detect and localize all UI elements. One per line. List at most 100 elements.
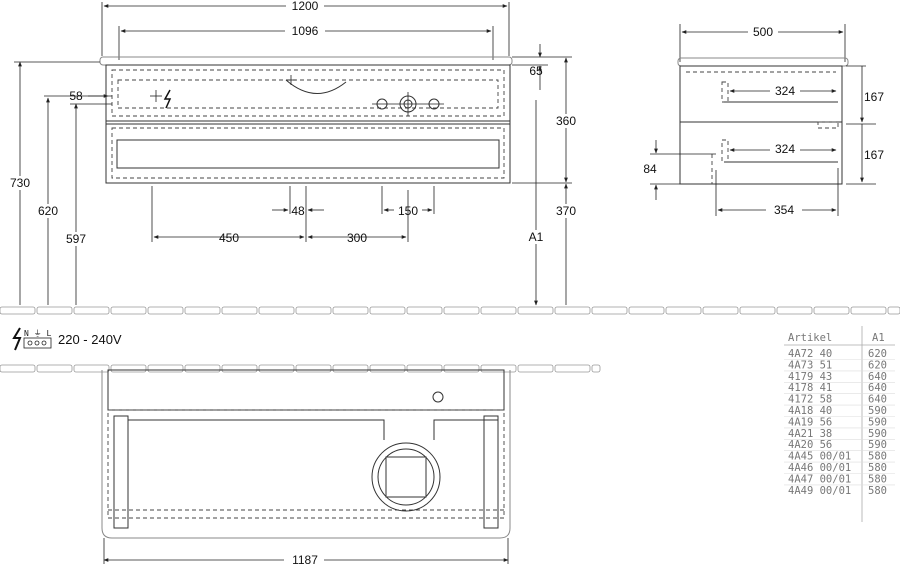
dim-370: 370 [556, 204, 576, 218]
floor-tile [480, 306, 517, 315]
floor-tile [332, 306, 369, 315]
floor-tile [813, 306, 850, 315]
floor-tile [554, 364, 591, 373]
floor-tile [258, 364, 295, 373]
floor-tile [591, 306, 628, 315]
table-cell-a1: 590 [868, 439, 887, 451]
floor-tile [776, 306, 813, 315]
voltage-label: 220 - 240V [58, 332, 122, 347]
dim-500: 500 [753, 25, 773, 39]
floor-tile [591, 364, 601, 373]
dim-167-top: 167 [864, 90, 884, 104]
side-view: 500 324 324 167 167 84 [643, 24, 884, 217]
table-cell-a1: 580 [868, 473, 887, 485]
floor-tile [36, 306, 73, 315]
dim-65: 65 [529, 64, 543, 78]
table-cell-artikel: 4A45 00/01 [788, 451, 851, 463]
table-cell-artikel: 4A73 51 [788, 359, 832, 371]
electrical-symbol: N ⏚ L 220 - 240V [12, 327, 122, 351]
floor-tile [628, 306, 665, 315]
floor-tile [480, 364, 517, 373]
floor-tile [73, 306, 110, 315]
floor-tile [554, 306, 591, 315]
dim-324-top: 324 [775, 84, 795, 98]
floor-tiles-bottom [0, 364, 601, 373]
floor-tile [258, 306, 295, 315]
floor-tile [36, 364, 73, 373]
dim-354: 354 [774, 203, 794, 217]
floor-tile [295, 306, 332, 315]
dim-324-bottom: 324 [775, 142, 795, 156]
dim-84: 84 [643, 162, 657, 176]
floor-tile [850, 306, 887, 315]
floor-tile [110, 306, 147, 315]
floor-tile [887, 306, 900, 315]
floor-tile [369, 364, 406, 373]
floor-tile [443, 364, 480, 373]
floor-tile [0, 306, 36, 315]
floor-tile [517, 306, 554, 315]
a1-label: A1 [529, 230, 544, 244]
table-cell-artikel: 4A21 38 [788, 428, 832, 440]
floor-tile [443, 306, 480, 315]
floor-tile [406, 306, 443, 315]
dim-730: 730 [10, 176, 30, 190]
floor-tile [702, 306, 739, 315]
table-header-a1: A1 [872, 332, 885, 344]
table-cell-a1: 590 [868, 428, 887, 440]
front-view: 1200 1096 58 [8, 0, 580, 306]
floor-tile [0, 364, 36, 373]
table-cell-artikel: 4A49 00/01 [788, 485, 851, 497]
floor-tile [147, 306, 184, 315]
floor-tile [110, 364, 147, 373]
floor-tile [739, 306, 776, 315]
floor-tile [184, 306, 221, 315]
table-header-artikel: Artikel [788, 332, 832, 344]
table-cell-a1: 640 [868, 382, 887, 394]
table-cell-artikel: 4A18 40 [788, 405, 832, 417]
table-cell-artikel: 4A47 00/01 [788, 473, 851, 485]
article-table: Artikel A1 4A72 40 620 4A73 51 620 4179 43 640 4… [784, 326, 895, 522]
floor-tile [295, 364, 332, 373]
table-cell-artikel: 4A20 56 [788, 439, 832, 451]
dim-150: 150 [398, 204, 418, 218]
floor-tiles-top [0, 306, 900, 315]
plan-view: 1187 [101, 369, 511, 566]
table-cell-artikel: 4172 58 [788, 394, 832, 406]
dim-167-bottom: 167 [864, 148, 884, 162]
table-cell-a1: 590 [868, 405, 887, 417]
table-cell-artikel: 4A46 00/01 [788, 462, 851, 474]
floor-tile [184, 364, 221, 373]
dim-450: 450 [219, 231, 239, 245]
floor-tile [665, 306, 702, 315]
table-cell-artikel: 4A72 40 [788, 348, 832, 360]
dim-1096: 1096 [292, 24, 319, 38]
table-cell-a1: 580 [868, 485, 887, 497]
table-cell-a1: 640 [868, 394, 887, 406]
dim-48: 48 [291, 204, 305, 218]
socket-labels: N ⏚ L [24, 329, 51, 338]
dim-58: 58 [69, 89, 83, 103]
table-cell-a1: 590 [868, 416, 887, 428]
floor-tile [73, 364, 110, 373]
floor-tile [221, 306, 258, 315]
table-cell-a1: 580 [868, 462, 887, 474]
table-cell-a1: 580 [868, 451, 887, 463]
floor-tile [332, 364, 369, 373]
floor-tile [517, 364, 554, 373]
dim-1187: 1187 [292, 553, 318, 566]
table-cell-a1: 620 [868, 348, 887, 360]
dim-620: 620 [38, 204, 58, 218]
table-cell-artikel: 4179 43 [788, 371, 832, 383]
dim-360: 360 [556, 114, 576, 128]
floor-tile [369, 306, 406, 315]
lightning-icon [12, 327, 22, 351]
table-cell-a1: 640 [868, 371, 887, 383]
table-cell-a1: 620 [868, 359, 887, 371]
socket-icon [23, 337, 52, 349]
dim-300: 300 [347, 231, 367, 245]
floor-tile [406, 364, 443, 373]
floor-tile [221, 364, 258, 373]
dim-1200: 1200 [292, 0, 319, 13]
